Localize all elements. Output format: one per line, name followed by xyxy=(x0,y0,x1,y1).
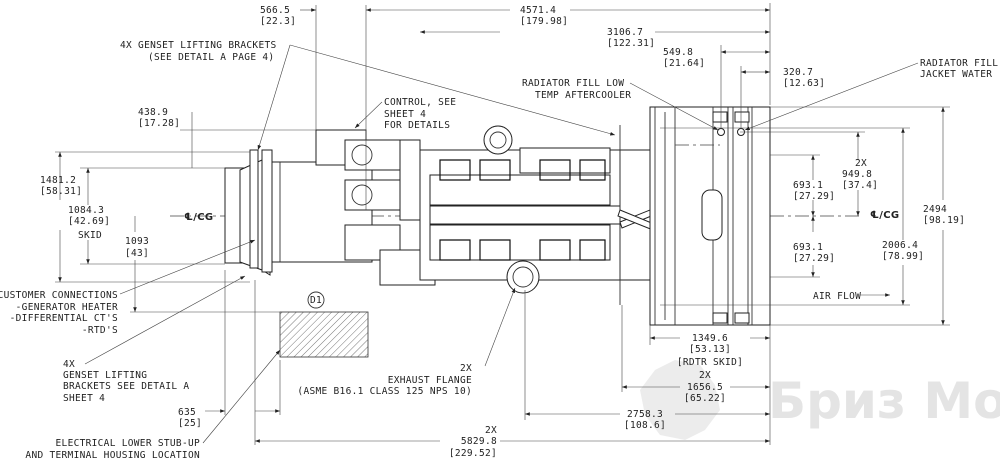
svg-text:[43]: [43] xyxy=(125,248,149,259)
svg-text:693.1: 693.1 xyxy=(793,242,823,253)
dimension-lines xyxy=(55,3,950,445)
exhaust-flange-bottom xyxy=(506,260,540,294)
svg-text:[42.69]: [42.69] xyxy=(68,216,110,227)
svg-text:4571.4: 4571.4 xyxy=(520,5,556,16)
svg-text:[122.31]: [122.31] xyxy=(607,38,655,49)
svg-text:-DIFFERENTIAL CT'S: -DIFFERENTIAL CT'S xyxy=(10,313,118,324)
svg-text:RADIATOR FILL LOW: RADIATOR FILL LOW xyxy=(522,78,624,89)
svg-text:3106.7: 3106.7 xyxy=(607,27,643,38)
svg-text:1084.3: 1084.3 xyxy=(68,205,104,216)
svg-text:1656.5: 1656.5 xyxy=(687,382,723,393)
svg-text:[25]: [25] xyxy=(178,418,202,429)
svg-text:2X: 2X xyxy=(699,370,711,381)
svg-text:[RDTR SKID]: [RDTR SKID] xyxy=(677,357,743,368)
svg-text:635: 635 xyxy=(178,407,196,418)
svg-text:[53.13]: [53.13] xyxy=(689,344,731,355)
svg-text:1349.6: 1349.6 xyxy=(692,333,728,344)
svg-text:4X: 4X xyxy=(63,359,75,370)
svg-text:EXHAUST FLANGE: EXHAUST FLANGE xyxy=(388,375,472,386)
svg-text:FOR DETAILS: FOR DETAILS xyxy=(384,120,450,131)
svg-text:1093: 1093 xyxy=(125,236,149,247)
fill-aftercooler xyxy=(717,128,725,136)
svg-text:ELECTRICAL LOWER STUB-UP: ELECTRICAL LOWER STUB-UP xyxy=(56,438,200,449)
svg-text:2X: 2X xyxy=(460,363,472,374)
watermark: Бриз Моторс xyxy=(640,360,1000,440)
svg-text:[21.64]: [21.64] xyxy=(663,58,705,69)
svg-text:2X: 2X xyxy=(855,158,867,169)
svg-text:549.8: 549.8 xyxy=(663,47,693,58)
svg-text:[108.6]: [108.6] xyxy=(624,420,666,431)
svg-text:[22.3]: [22.3] xyxy=(260,16,296,27)
svg-text:JACKET WATER: JACKET WATER xyxy=(920,69,992,80)
svg-text:2X: 2X xyxy=(485,425,497,436)
svg-text:[179.98]: [179.98] xyxy=(520,16,568,27)
svg-text:GENSET LIFTING: GENSET LIFTING xyxy=(63,370,147,381)
svg-text:[27.29]: [27.29] xyxy=(793,191,835,202)
svg-text:TEMP AFTERCOOLER: TEMP AFTERCOOLER xyxy=(535,90,631,101)
svg-text:D1: D1 xyxy=(310,295,322,306)
svg-text:RADIATOR FILL: RADIATOR FILL xyxy=(920,58,998,69)
exhaust-flange-top xyxy=(483,125,513,155)
svg-text:SHEET 4: SHEET 4 xyxy=(63,393,105,404)
svg-text:2494: 2494 xyxy=(923,204,947,215)
svg-text:CUSTOMER CONNECTIONS: CUSTOMER CONNECTIONS xyxy=(0,290,118,301)
svg-text:(SEE DETAIL A PAGE 4): (SEE DETAIL A PAGE 4) xyxy=(148,52,274,63)
svg-text:℄/CG: ℄/CG xyxy=(870,210,899,221)
svg-text:(ASME B16.1 CLASS 125 NPS 10): (ASME B16.1 CLASS 125 NPS 10) xyxy=(297,386,472,397)
svg-text:693.1: 693.1 xyxy=(793,180,823,191)
svg-text:AND TERMINAL HOUSING LOCATION: AND TERMINAL HOUSING LOCATION xyxy=(25,450,200,461)
svg-text:5829.8: 5829.8 xyxy=(461,436,497,447)
svg-text:[12.63]: [12.63] xyxy=(783,78,825,89)
svg-text:[58.31]: [58.31] xyxy=(40,186,82,197)
svg-text:2758.3: 2758.3 xyxy=(627,409,663,420)
svg-text:[229.52]: [229.52] xyxy=(449,448,497,459)
svg-text:4X GENSET LIFTING BRACKETS: 4X GENSET LIFTING BRACKETS xyxy=(120,40,277,51)
leader-lines xyxy=(84,44,919,444)
svg-text:2006.4: 2006.4 xyxy=(882,240,918,251)
svg-text:[37.4]: [37.4] xyxy=(842,180,878,191)
svg-text:[27.29]: [27.29] xyxy=(793,253,835,264)
svg-text:[65.22]: [65.22] xyxy=(684,393,726,404)
svg-text:[17.28]: [17.28] xyxy=(138,118,180,129)
svg-text:566.5: 566.5 xyxy=(260,5,290,16)
svg-text:CONTROL, SEE: CONTROL, SEE xyxy=(384,97,456,108)
callout-labels: 4X GENSET LIFTING BRACKETS (SEE DETAIL A… xyxy=(0,40,998,461)
dimension-labels: 566.5 [22.3] 4571.4 [179.98] 3106.7 [122… xyxy=(40,5,965,459)
generator xyxy=(224,129,436,286)
detail-tag-circle xyxy=(307,291,325,309)
svg-text:[78.99]: [78.99] xyxy=(882,251,924,262)
svg-text:320.7: 320.7 xyxy=(783,67,813,78)
svg-text:SHEET 4: SHEET 4 xyxy=(384,109,426,120)
stub-up-area xyxy=(279,311,369,358)
svg-text:BRACKETS SEE DETAIL A: BRACKETS SEE DETAIL A xyxy=(63,381,189,392)
svg-text:℄/CG: ℄/CG xyxy=(184,212,213,223)
svg-text:-GENERATOR HEATER: -GENERATOR HEATER xyxy=(16,302,118,313)
svg-text:AIR FLOW: AIR FLOW xyxy=(813,291,861,302)
svg-text:-RTD'S: -RTD'S xyxy=(82,325,118,336)
svg-text:1481.2: 1481.2 xyxy=(40,175,76,186)
svg-text:949.8: 949.8 xyxy=(842,169,872,180)
radiator xyxy=(649,106,771,326)
svg-text:[98.19]: [98.19] xyxy=(923,215,965,226)
svg-text:SKID: SKID xyxy=(78,230,102,241)
svg-text:438.9: 438.9 xyxy=(138,107,168,118)
svg-text:Бриз Моторс: Бриз Моторс xyxy=(768,372,1000,430)
